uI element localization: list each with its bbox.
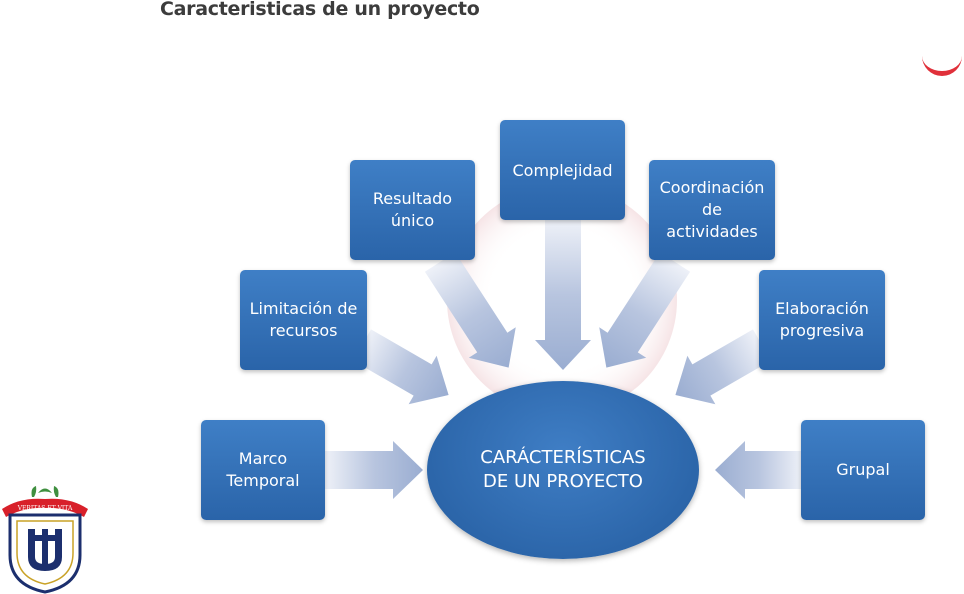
node-limitacion-recursos: Limitación de recursos	[240, 270, 367, 370]
node-marco-temporal: Marco Temporal	[201, 420, 325, 520]
node-coordinacion: Coordinación de actividades	[649, 160, 775, 260]
arrow-elaboracion	[675, 329, 771, 405]
node-resultado-unico: Resultado único	[350, 160, 475, 260]
node-elaboracion: Elaboración progresiva	[759, 270, 885, 370]
svg-text:VERITAS ET VITA: VERITAS ET VITA	[17, 505, 73, 512]
university-logo: VERITAS ET VITA UNIVERSIDAD PRIVADA DE T…	[2, 486, 88, 594]
arrow-resultado-unico	[424, 252, 516, 368]
slide-title: Caracteristicas de un proyecto	[160, 0, 480, 20]
node-grupal: Grupal	[801, 420, 925, 520]
arrow-limitacion-recursos	[353, 329, 449, 405]
center-ellipse: CARÁCTERÍSTICAS DE UN PROYECTO	[427, 381, 699, 559]
node-complejidad: Complejidad	[500, 120, 625, 220]
arrow-grupal	[715, 441, 802, 499]
arrow-coordinacion	[599, 252, 691, 368]
arrow-marco-temporal	[325, 441, 423, 499]
arrow-complejidad	[535, 220, 591, 370]
red-corner-decoration	[922, 40, 962, 76]
